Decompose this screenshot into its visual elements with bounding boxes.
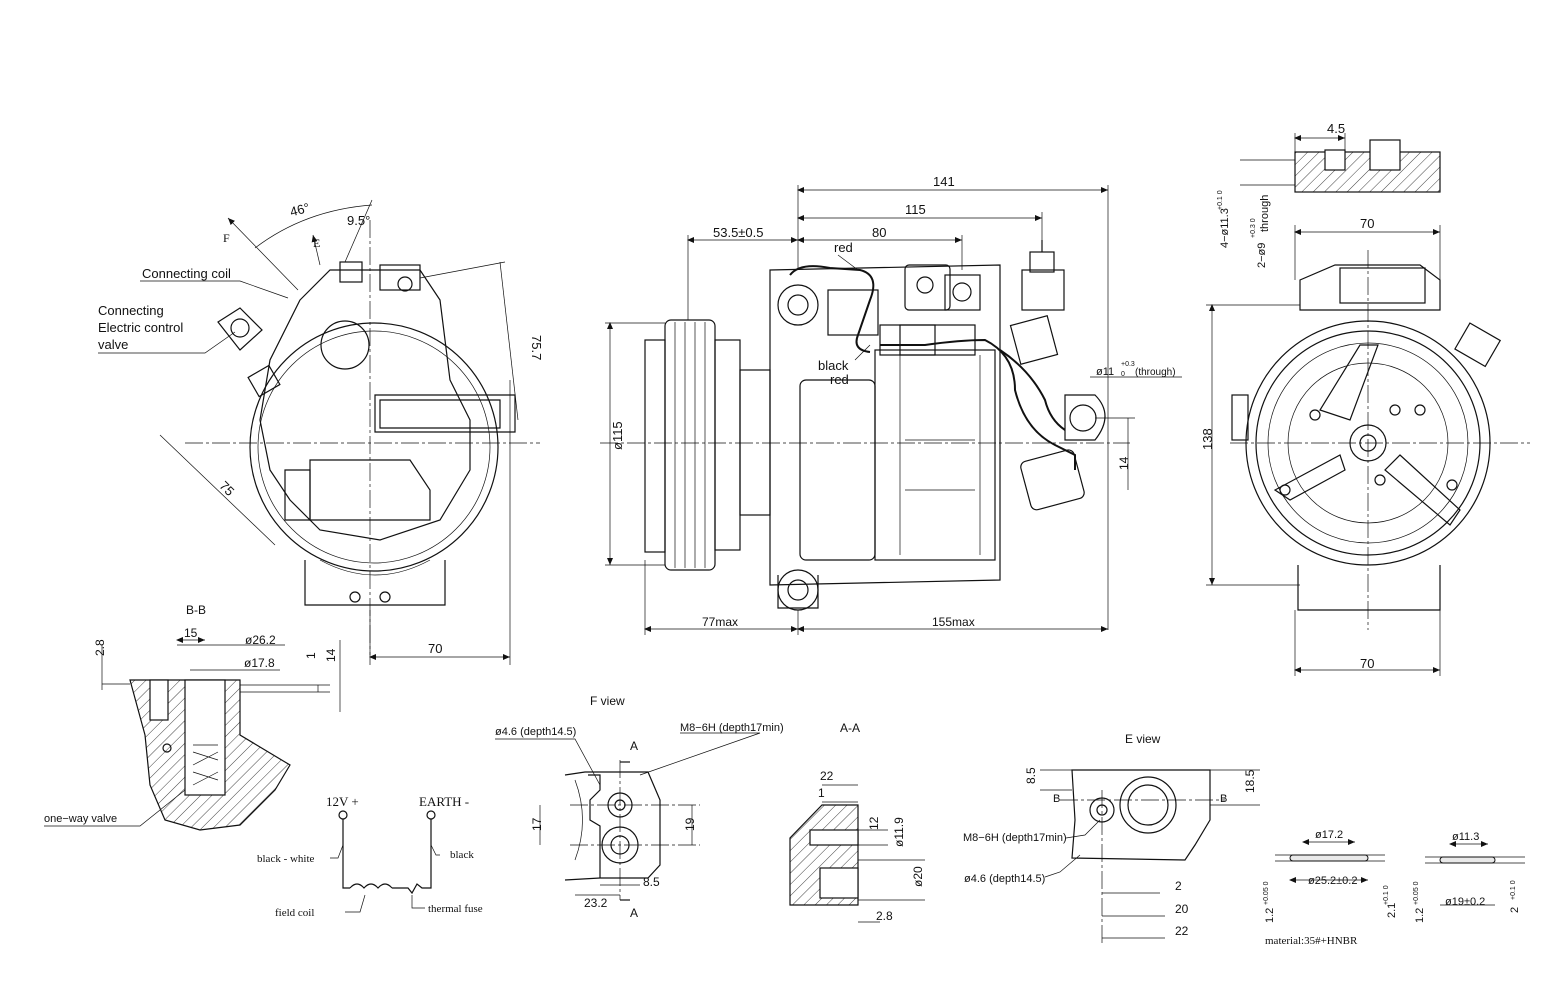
label-wire-black: black bbox=[818, 358, 849, 373]
label-black: black bbox=[450, 849, 474, 861]
label-view-f: F bbox=[223, 231, 230, 245]
label-seal2-h2-tol: +0.1 0 bbox=[1510, 880, 1517, 900]
label-bb-1: 1 bbox=[304, 652, 318, 659]
label-bb-26-2: ø26.2 bbox=[245, 633, 276, 647]
label-dim-138: 138 bbox=[1200, 428, 1215, 450]
label-f-19: 19 bbox=[683, 817, 697, 831]
label-aa-20: ø20 bbox=[911, 866, 925, 887]
label-seal1-17-2: ø17.2 bbox=[1315, 829, 1343, 841]
center-view: 141 115 80 53.5±0.5 red black red ø115 ø… bbox=[600, 174, 1182, 635]
label-seal2-11-3: ø11.3 bbox=[1452, 831, 1479, 843]
label-thermal-fuse: thermal fuse bbox=[428, 903, 483, 915]
section-aa: A-A 22 1 12 ø11.9 ø20 2.8 bbox=[789, 721, 925, 923]
section-bb: B-B 2.8 15 ø26.2 ø17.8 1 14 one−way valv… bbox=[44, 603, 341, 831]
label-e-b-right: B bbox=[1220, 793, 1227, 805]
right-view: 4.5 4−ø11.3 +0.1 0 2−ø9 +0.3 0 through 7… bbox=[1200, 121, 1530, 676]
label-f-a-top: A bbox=[630, 739, 638, 753]
label-f-m8: M8−6H (depth17min) bbox=[680, 722, 784, 734]
label-seal1-25-2: ø25.2±0.2 bbox=[1308, 875, 1357, 887]
label-black-white: black - white bbox=[257, 853, 315, 865]
label-e-view: E view bbox=[1125, 732, 1161, 746]
label-field-coil: field coil bbox=[275, 907, 314, 919]
label-holes-2-tol: +0.3 0 bbox=[1250, 218, 1257, 238]
label-angle-9-5: 9.5° bbox=[347, 213, 370, 228]
label-aa-12: 12 bbox=[867, 816, 881, 830]
seal-detail-2: ø11.3 ø19±0.2 1.2 +0.05 0 2 +0.1 0 bbox=[1413, 831, 1525, 923]
label-f-a-bottom: A bbox=[630, 906, 638, 920]
label-bb-17-8: ø17.8 bbox=[244, 656, 275, 670]
label-connecting-valve-3: valve bbox=[98, 337, 128, 352]
label-dim-77max: 77max bbox=[702, 615, 738, 629]
label-e-22: 22 bbox=[1175, 924, 1189, 938]
label-seal2-h1-tol: +0.05 0 bbox=[1413, 881, 1420, 905]
seal-detail-1: ø17.2 ø25.2±0.2 1.2 +0.05 0 2.1 +0.1 0 bbox=[1263, 829, 1398, 923]
label-connecting-valve-1: Connecting bbox=[98, 303, 164, 318]
label-material: material:35#+HNBR bbox=[1265, 935, 1358, 947]
label-seal1-h2: 2.1 bbox=[1386, 903, 1398, 918]
label-wire-red: red bbox=[830, 372, 849, 387]
f-view: F view ø4.6 (depth14.5) M8−6H (depth17mi… bbox=[495, 694, 784, 920]
label-f-8-5: 8.5 bbox=[643, 875, 660, 889]
label-connecting-coil: Connecting coil bbox=[142, 266, 231, 281]
label-seal1-h1: 1.2 bbox=[1264, 908, 1276, 923]
label-hole-11-tol0: 0 bbox=[1121, 371, 1125, 378]
label-dim-70-top: 70 bbox=[1360, 216, 1374, 231]
label-dim-115: 115 bbox=[905, 202, 926, 217]
label-seal2-h2: 2 bbox=[1509, 907, 1521, 913]
label-e-hole-4-6: ø4.6 (depth14.5) bbox=[964, 873, 1045, 885]
label-seal2-19: ø19±0.2 bbox=[1445, 896, 1485, 908]
label-holes-4-tol: +0.1 0 bbox=[1217, 190, 1224, 210]
label-dim-141: 141 bbox=[933, 174, 955, 189]
label-dim-155max: 155max bbox=[932, 615, 975, 629]
label-f-23-2: 23.2 bbox=[584, 896, 608, 910]
label-e-20: 20 bbox=[1175, 902, 1189, 916]
label-seal2-h1: 1.2 bbox=[1414, 908, 1426, 923]
left-view: Connecting coil Connecting Electric cont… bbox=[98, 200, 544, 665]
label-dim-75-7: 75.7 bbox=[529, 335, 544, 360]
label-dim-14-mid: 14 bbox=[1117, 456, 1131, 470]
label-aa-11-9: ø11.9 bbox=[892, 817, 906, 847]
label-e-18-5: 18.5 bbox=[1243, 769, 1257, 793]
label-e-m8: M8−6H (depth17min) bbox=[963, 832, 1067, 844]
label-aa-1: 1 bbox=[818, 786, 825, 800]
label-one-way-valve: one−way valve bbox=[44, 813, 117, 825]
label-f-hole-4-6: ø4.6 (depth14.5) bbox=[495, 726, 576, 738]
label-dim-70-bottom: 70 bbox=[1360, 656, 1374, 671]
label-dim-4-5: 4.5 bbox=[1327, 121, 1345, 136]
label-holes-2: 2−ø9 bbox=[1256, 243, 1268, 268]
label-hole-11-tol: +0.3 bbox=[1121, 361, 1135, 368]
label-12v: 12V + bbox=[326, 794, 359, 809]
label-wire-red-top: red bbox=[834, 240, 853, 255]
label-seal1-h1-tol: +0.05 0 bbox=[1263, 881, 1270, 905]
label-hole-11: ø11 bbox=[1096, 366, 1114, 378]
electrical-schematic: 12V + EARTH - black - white black field … bbox=[257, 794, 483, 919]
label-f-view: F view bbox=[590, 694, 625, 708]
e-view: E view 8.5 18.5 B B M8−6H (depth17min) ø… bbox=[963, 732, 1260, 945]
label-bb-14: 14 bbox=[324, 648, 338, 662]
label-angle-46: 46° bbox=[288, 200, 311, 220]
label-aa-title: A-A bbox=[840, 721, 860, 735]
label-aa-2-8: 2.8 bbox=[876, 909, 893, 923]
label-bb-2-8: 2.8 bbox=[93, 639, 107, 656]
label-dia-115: ø115 bbox=[610, 421, 625, 450]
label-e-2: 2 bbox=[1175, 879, 1182, 893]
label-seal1-h2-tol: +0.1 0 bbox=[1383, 885, 1390, 905]
label-e-b-left: B bbox=[1053, 793, 1060, 805]
label-hole-11-note: (through) bbox=[1135, 367, 1176, 378]
label-dim-80: 80 bbox=[872, 225, 886, 240]
label-dim-53-5: 53.5±0.5 bbox=[713, 225, 764, 240]
label-section-bb: B-B bbox=[186, 603, 206, 617]
label-holes-2-note: through bbox=[1259, 195, 1271, 232]
label-dim-70-left: 70 bbox=[428, 641, 442, 656]
label-earth: EARTH - bbox=[419, 794, 469, 809]
label-connecting-valve-2: Electric control bbox=[98, 320, 183, 335]
label-f-17: 17 bbox=[530, 817, 544, 831]
label-aa-22: 22 bbox=[820, 769, 834, 783]
label-holes-4: 4−ø11.3 bbox=[1219, 208, 1231, 248]
label-e-8-5: 8.5 bbox=[1024, 767, 1038, 784]
label-view-e: E bbox=[313, 236, 320, 250]
label-dim-75: 75 bbox=[217, 478, 238, 499]
label-bb-15: 15 bbox=[184, 626, 198, 640]
